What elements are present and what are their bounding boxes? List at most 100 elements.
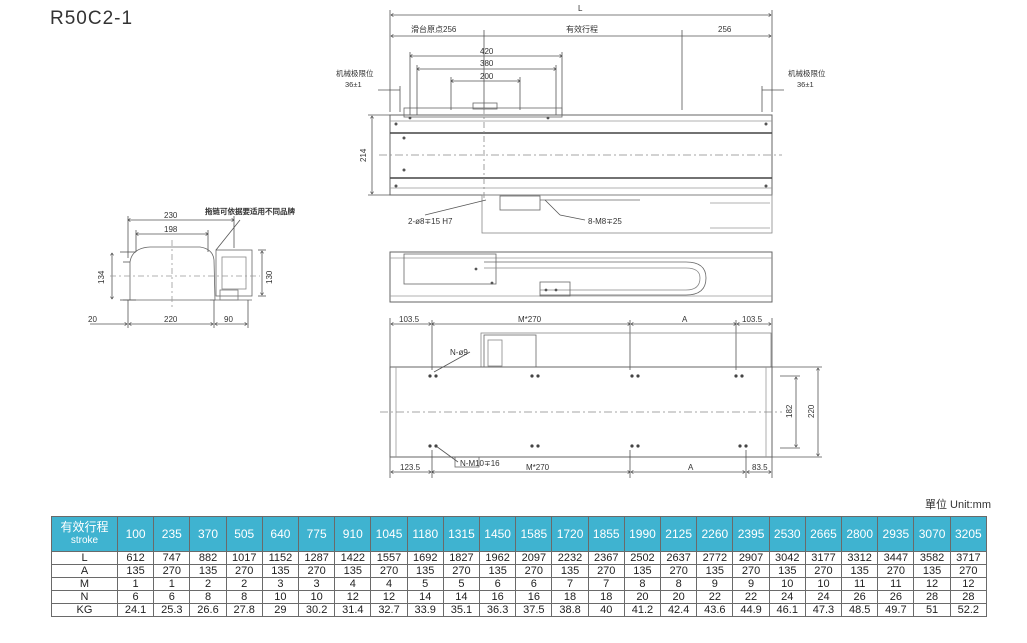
table-cell: 18 (551, 590, 589, 604)
table-cell: 135 (623, 564, 662, 578)
side-dim-90: 90 (224, 315, 233, 324)
table-cell: 31.4 (334, 603, 372, 617)
table-cell: 20 (623, 590, 662, 604)
table-cell: 47.3 (804, 603, 843, 617)
technical-drawing: 滑台原点256 L 有效行程 256 420 380 200 机械极限位 36±… (88, 4, 826, 478)
table-cell: 1017 (225, 551, 263, 565)
bot-dim-A-bot: A (688, 463, 694, 472)
table-cell: 10 (298, 590, 336, 604)
table-cell: 1287 (298, 551, 336, 565)
table-cell: 135 (913, 564, 951, 578)
table-cell: 35.1 (442, 603, 481, 617)
table-cell: 3177 (804, 551, 843, 565)
mech-limit-right-label: 机械极限位 (788, 68, 826, 78)
table-cell: 5 (442, 577, 481, 591)
bot-dim-m270-bot: M*270 (526, 463, 550, 472)
table-cell: 2907 (732, 551, 770, 565)
table-cell: 33.9 (406, 603, 444, 617)
table-cell: 38.8 (551, 603, 589, 617)
dim-256: 256 (718, 25, 732, 34)
header-stroke-value: 1990 (623, 516, 662, 552)
header-stroke-value: 2665 (804, 516, 843, 552)
row-label: KG (51, 603, 118, 617)
table-cell: 135 (189, 564, 227, 578)
table-cell: 29 (261, 603, 300, 617)
bot-dim-220: 220 (807, 404, 816, 418)
header-stroke-value: 1450 (479, 516, 517, 552)
header-stroke-value: 2260 (696, 516, 734, 552)
table-cell: 8 (189, 590, 227, 604)
table-cell: 270 (153, 564, 191, 578)
bot-dim-182: 182 (785, 404, 794, 418)
side-dim-130: 130 (265, 270, 274, 284)
table-cell: 270 (732, 564, 770, 578)
table-cell: 1 (116, 577, 155, 591)
table-cell: 3 (261, 577, 300, 591)
table-cell: 270 (515, 564, 553, 578)
table-cell: 135 (551, 564, 589, 578)
table-cell: 2232 (551, 551, 589, 565)
table-cell: 26 (877, 590, 915, 604)
table-cell: 270 (804, 564, 843, 578)
table-cell: 612 (116, 551, 155, 565)
table-cell: 22 (696, 590, 734, 604)
bot-dim-83-5: 83.5 (752, 463, 768, 472)
table-cell: 135 (841, 564, 879, 578)
table-cell: 40 (587, 603, 625, 617)
table-cell: 20 (660, 590, 698, 604)
table-cell: 747 (153, 551, 191, 565)
header-stroke-value: 1180 (406, 516, 444, 552)
table-cell: 10 (804, 577, 843, 591)
header-stroke-value: 640 (261, 516, 300, 552)
table-cell: 270 (587, 564, 625, 578)
table-cell: 9 (732, 577, 770, 591)
table-cell: 8 (225, 590, 263, 604)
table-cell: 12 (949, 577, 988, 591)
table-cell: 11 (877, 577, 915, 591)
bot-dim-A-top: A (682, 315, 688, 324)
row-label: N (51, 590, 118, 604)
table-cell: 270 (225, 564, 263, 578)
row-label: M (51, 577, 118, 591)
table-cell: 28 (913, 590, 951, 604)
hole-m8-label: 8-M8∓25 (588, 217, 622, 226)
header-stroke-value: 775 (298, 516, 336, 552)
table-cell: 1692 (406, 551, 444, 565)
header-stroke-value: 235 (153, 516, 191, 552)
dim-stroke: 有效行程 (566, 24, 598, 34)
header-stroke-value: 1045 (370, 516, 408, 552)
table-cell: 49.7 (877, 603, 915, 617)
table-cell: 1962 (479, 551, 517, 565)
table-cell: 135 (479, 564, 517, 578)
mech-limit-left-label: 机械极限位 (336, 68, 374, 78)
header-stroke-value: 2125 (660, 516, 698, 552)
header-stroke-value: 1585 (515, 516, 553, 552)
unit-label: 單位 Unit:mm (925, 499, 991, 511)
table-cell: 6 (515, 577, 553, 591)
dim-214: 214 (359, 148, 368, 162)
header-stroke-value: 100 (116, 516, 155, 552)
table-cell: 25.3 (153, 603, 191, 617)
table-cell: 1422 (334, 551, 372, 565)
table-cell: 882 (189, 551, 227, 565)
table-cell: 135 (334, 564, 372, 578)
table-cell: 2 (189, 577, 227, 591)
header-stroke-value: 370 (189, 516, 227, 552)
table-cell: 1557 (370, 551, 408, 565)
table-cell: 5 (406, 577, 444, 591)
table-cell: 16 (479, 590, 517, 604)
table-cell: 2502 (623, 551, 662, 565)
bot-dim-123-5: 123.5 (400, 463, 421, 472)
dim-420: 420 (480, 47, 494, 56)
header-stroke-value: 1315 (442, 516, 481, 552)
table-cell: 12 (334, 590, 372, 604)
table-cell: 2772 (696, 551, 734, 565)
row-label: A (51, 564, 118, 578)
table-cell: 24.1 (116, 603, 155, 617)
bot-hole-m10: N-M10∓16 (460, 459, 500, 468)
table-cell: 7 (551, 577, 589, 591)
